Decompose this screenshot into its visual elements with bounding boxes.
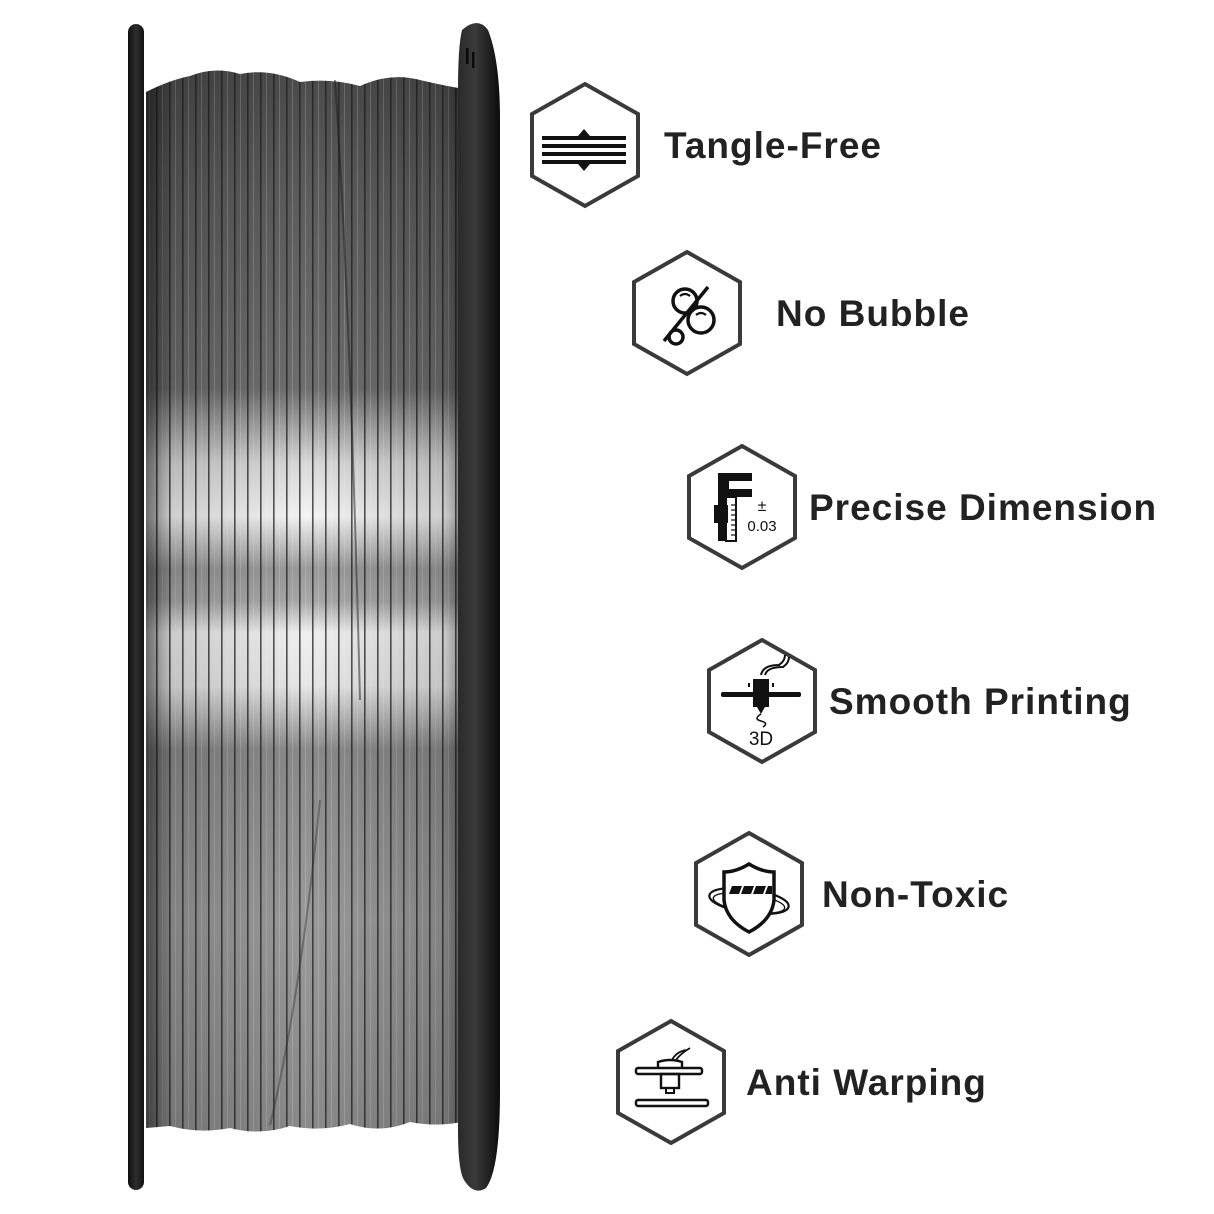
hexagon-badge xyxy=(630,249,744,377)
feature-smooth-printing: 3D Smooth Printing xyxy=(705,637,1132,765)
feature-anti-warping: Anti Warping xyxy=(614,1018,987,1146)
tangle-free-lines-icon xyxy=(530,81,640,209)
feature-tangle-free: Tangle-Free xyxy=(528,81,882,209)
feature-label: Precise Dimension xyxy=(809,486,1158,528)
hexagon-badge xyxy=(528,81,642,209)
3d-text: 3D xyxy=(749,729,773,750)
feature-label: Non-Toxic xyxy=(822,873,1010,915)
feature-label: Tangle-Free xyxy=(664,124,882,166)
hexagon-badge xyxy=(692,830,806,958)
tolerance-value: 0.03 xyxy=(747,518,776,535)
no-bubble-icon xyxy=(632,249,742,377)
feature-label: No Bubble xyxy=(776,292,970,334)
hexagon-badge: 3D xyxy=(705,637,819,765)
feature-non-toxic: Non-Toxic xyxy=(692,830,1009,958)
caliper-icon: ± 0.03 xyxy=(687,443,797,571)
feature-no-bubble: No Bubble xyxy=(630,249,970,377)
feature-precise-dimension: ± 0.03 Precise Dimension xyxy=(685,443,1157,571)
hexagon-badge: ± 0.03 xyxy=(685,443,799,571)
3d-printer-nozzle-icon: 3D xyxy=(707,637,817,765)
hexagon-badge xyxy=(614,1018,728,1146)
plus-minus-symbol: ± xyxy=(758,498,767,515)
feature-label: Smooth Printing xyxy=(829,680,1132,722)
print-bed-nozzle-icon xyxy=(616,1018,726,1146)
shield-icon xyxy=(694,830,804,958)
feature-label: Anti Warping xyxy=(746,1061,987,1103)
